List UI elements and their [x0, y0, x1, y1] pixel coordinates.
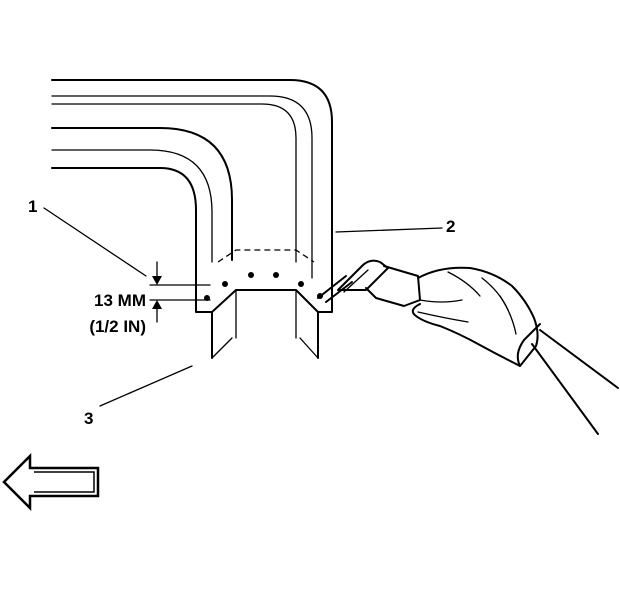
callout-3-label: 3	[84, 409, 93, 428]
dimension-marker	[149, 261, 211, 323]
dimension-metric-label: 13 MM	[94, 291, 146, 310]
gloved-hand-icon	[411, 266, 619, 435]
arrow-left-outline-icon	[2, 452, 100, 512]
plug-weld-holes	[204, 272, 323, 301]
weld-hole	[222, 281, 228, 287]
replacement-section	[195, 249, 333, 359]
mig-welding-torch-icon	[317, 259, 421, 307]
frame-rail	[51, 79, 333, 301]
callout-1-label: 1	[28, 197, 37, 216]
weld-hole	[298, 281, 304, 287]
weld-hole	[273, 272, 279, 278]
callout-2-label: 2	[446, 217, 455, 236]
leader-line-3	[99, 365, 193, 407]
leader-line-1	[43, 207, 147, 277]
leader-line-2	[335, 227, 443, 233]
dimension-imperial-label: (1/2 IN)	[89, 317, 146, 336]
weld-hole	[248, 272, 254, 278]
